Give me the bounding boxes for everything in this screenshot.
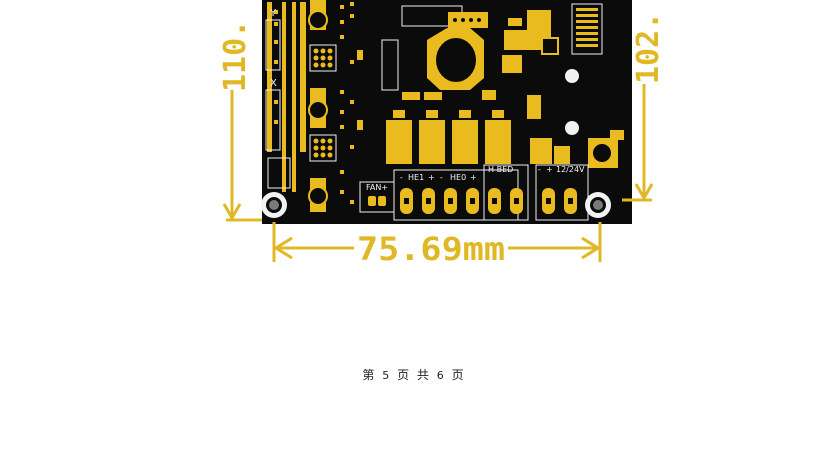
he0-label: HE0 [450, 173, 466, 182]
left-header-strip [267, 2, 306, 192]
total-page-number: 6 [436, 369, 445, 382]
hbed-label: H-BED [488, 165, 513, 174]
pcb-board-drawing: FAN+ - HE1 + - HE0 + H-BED - + 12/24V X … [218, 0, 666, 268]
footer-prefix: 第 [362, 368, 376, 382]
right-capacitors [527, 95, 624, 168]
he1-minus-label: - [400, 173, 403, 182]
page-footer: 第 5 页 共 6 页 [0, 366, 827, 383]
power-minus-label: - [538, 165, 541, 174]
power-label: 12/24V [556, 165, 585, 174]
left-height-label: 110. [218, 20, 253, 92]
mosfet-pads [386, 110, 511, 164]
mounting-holes [261, 192, 611, 218]
driver-components [308, 0, 363, 212]
axis-label-y: Y [269, 8, 277, 19]
he0-plus-label: + [470, 173, 477, 182]
footer-total-word: 共 [416, 368, 430, 382]
right-height-dimension [622, 84, 654, 202]
power-plus-label: + [546, 165, 553, 174]
width-dimension-label: 75.69mm [357, 230, 505, 268]
fan-label: FAN+ [366, 183, 388, 192]
axis-label-x: X [270, 78, 277, 89]
pcb-dimension-figure: FAN+ - HE1 + - HE0 + H-BED - + 12/24V X … [212, 0, 670, 274]
width-dimension [272, 222, 602, 262]
current-page-number: 5 [382, 369, 391, 382]
footer-page-word-2: 页 [451, 368, 465, 382]
left-height-dimension [222, 90, 262, 222]
right-height-label: 102. [631, 12, 666, 84]
he1-plus-label: + [428, 173, 435, 182]
he0-minus-label: - [440, 173, 443, 182]
left-connector-outlines [265, 19, 291, 189]
footer-page-word: 页 [397, 368, 411, 382]
he1-label: HE1 [408, 173, 424, 182]
